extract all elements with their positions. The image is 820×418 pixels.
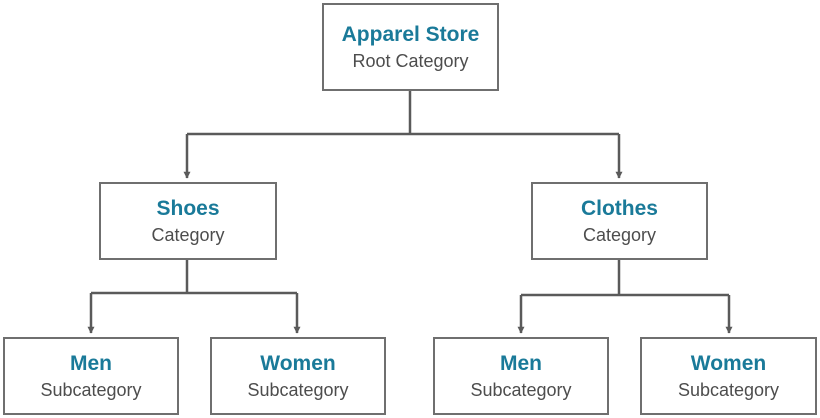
- category-node-shoes[interactable]: Shoes Category: [99, 182, 277, 260]
- node-title: Clothes: [580, 196, 658, 220]
- node-title: Men: [70, 351, 112, 375]
- node-title: Apparel Store: [341, 22, 480, 46]
- node-subtitle: Subcategory: [470, 379, 572, 400]
- subcategory-node-clothes-men[interactable]: Men Subcategory: [433, 337, 609, 415]
- node-subtitle: Subcategory: [40, 379, 142, 400]
- node-title: Women: [690, 351, 767, 375]
- subcategory-node-clothes-women[interactable]: Women Subcategory: [640, 337, 817, 415]
- node-subtitle: Subcategory: [677, 379, 780, 400]
- category-node-clothes[interactable]: Clothes Category: [531, 182, 708, 260]
- node-subtitle: Root Category: [352, 50, 469, 71]
- node-subtitle: Category: [151, 224, 225, 245]
- node-subtitle: Category: [582, 224, 657, 245]
- subcategory-node-shoes-women[interactable]: Women Subcategory: [210, 337, 386, 415]
- root-node[interactable]: Apparel Store Root Category: [322, 3, 499, 91]
- subcategory-node-shoes-men[interactable]: Men Subcategory: [3, 337, 179, 415]
- node-title: Shoes: [156, 196, 220, 220]
- node-title: Women: [260, 351, 336, 375]
- node-title: Men: [500, 351, 542, 375]
- node-subtitle: Subcategory: [247, 379, 349, 400]
